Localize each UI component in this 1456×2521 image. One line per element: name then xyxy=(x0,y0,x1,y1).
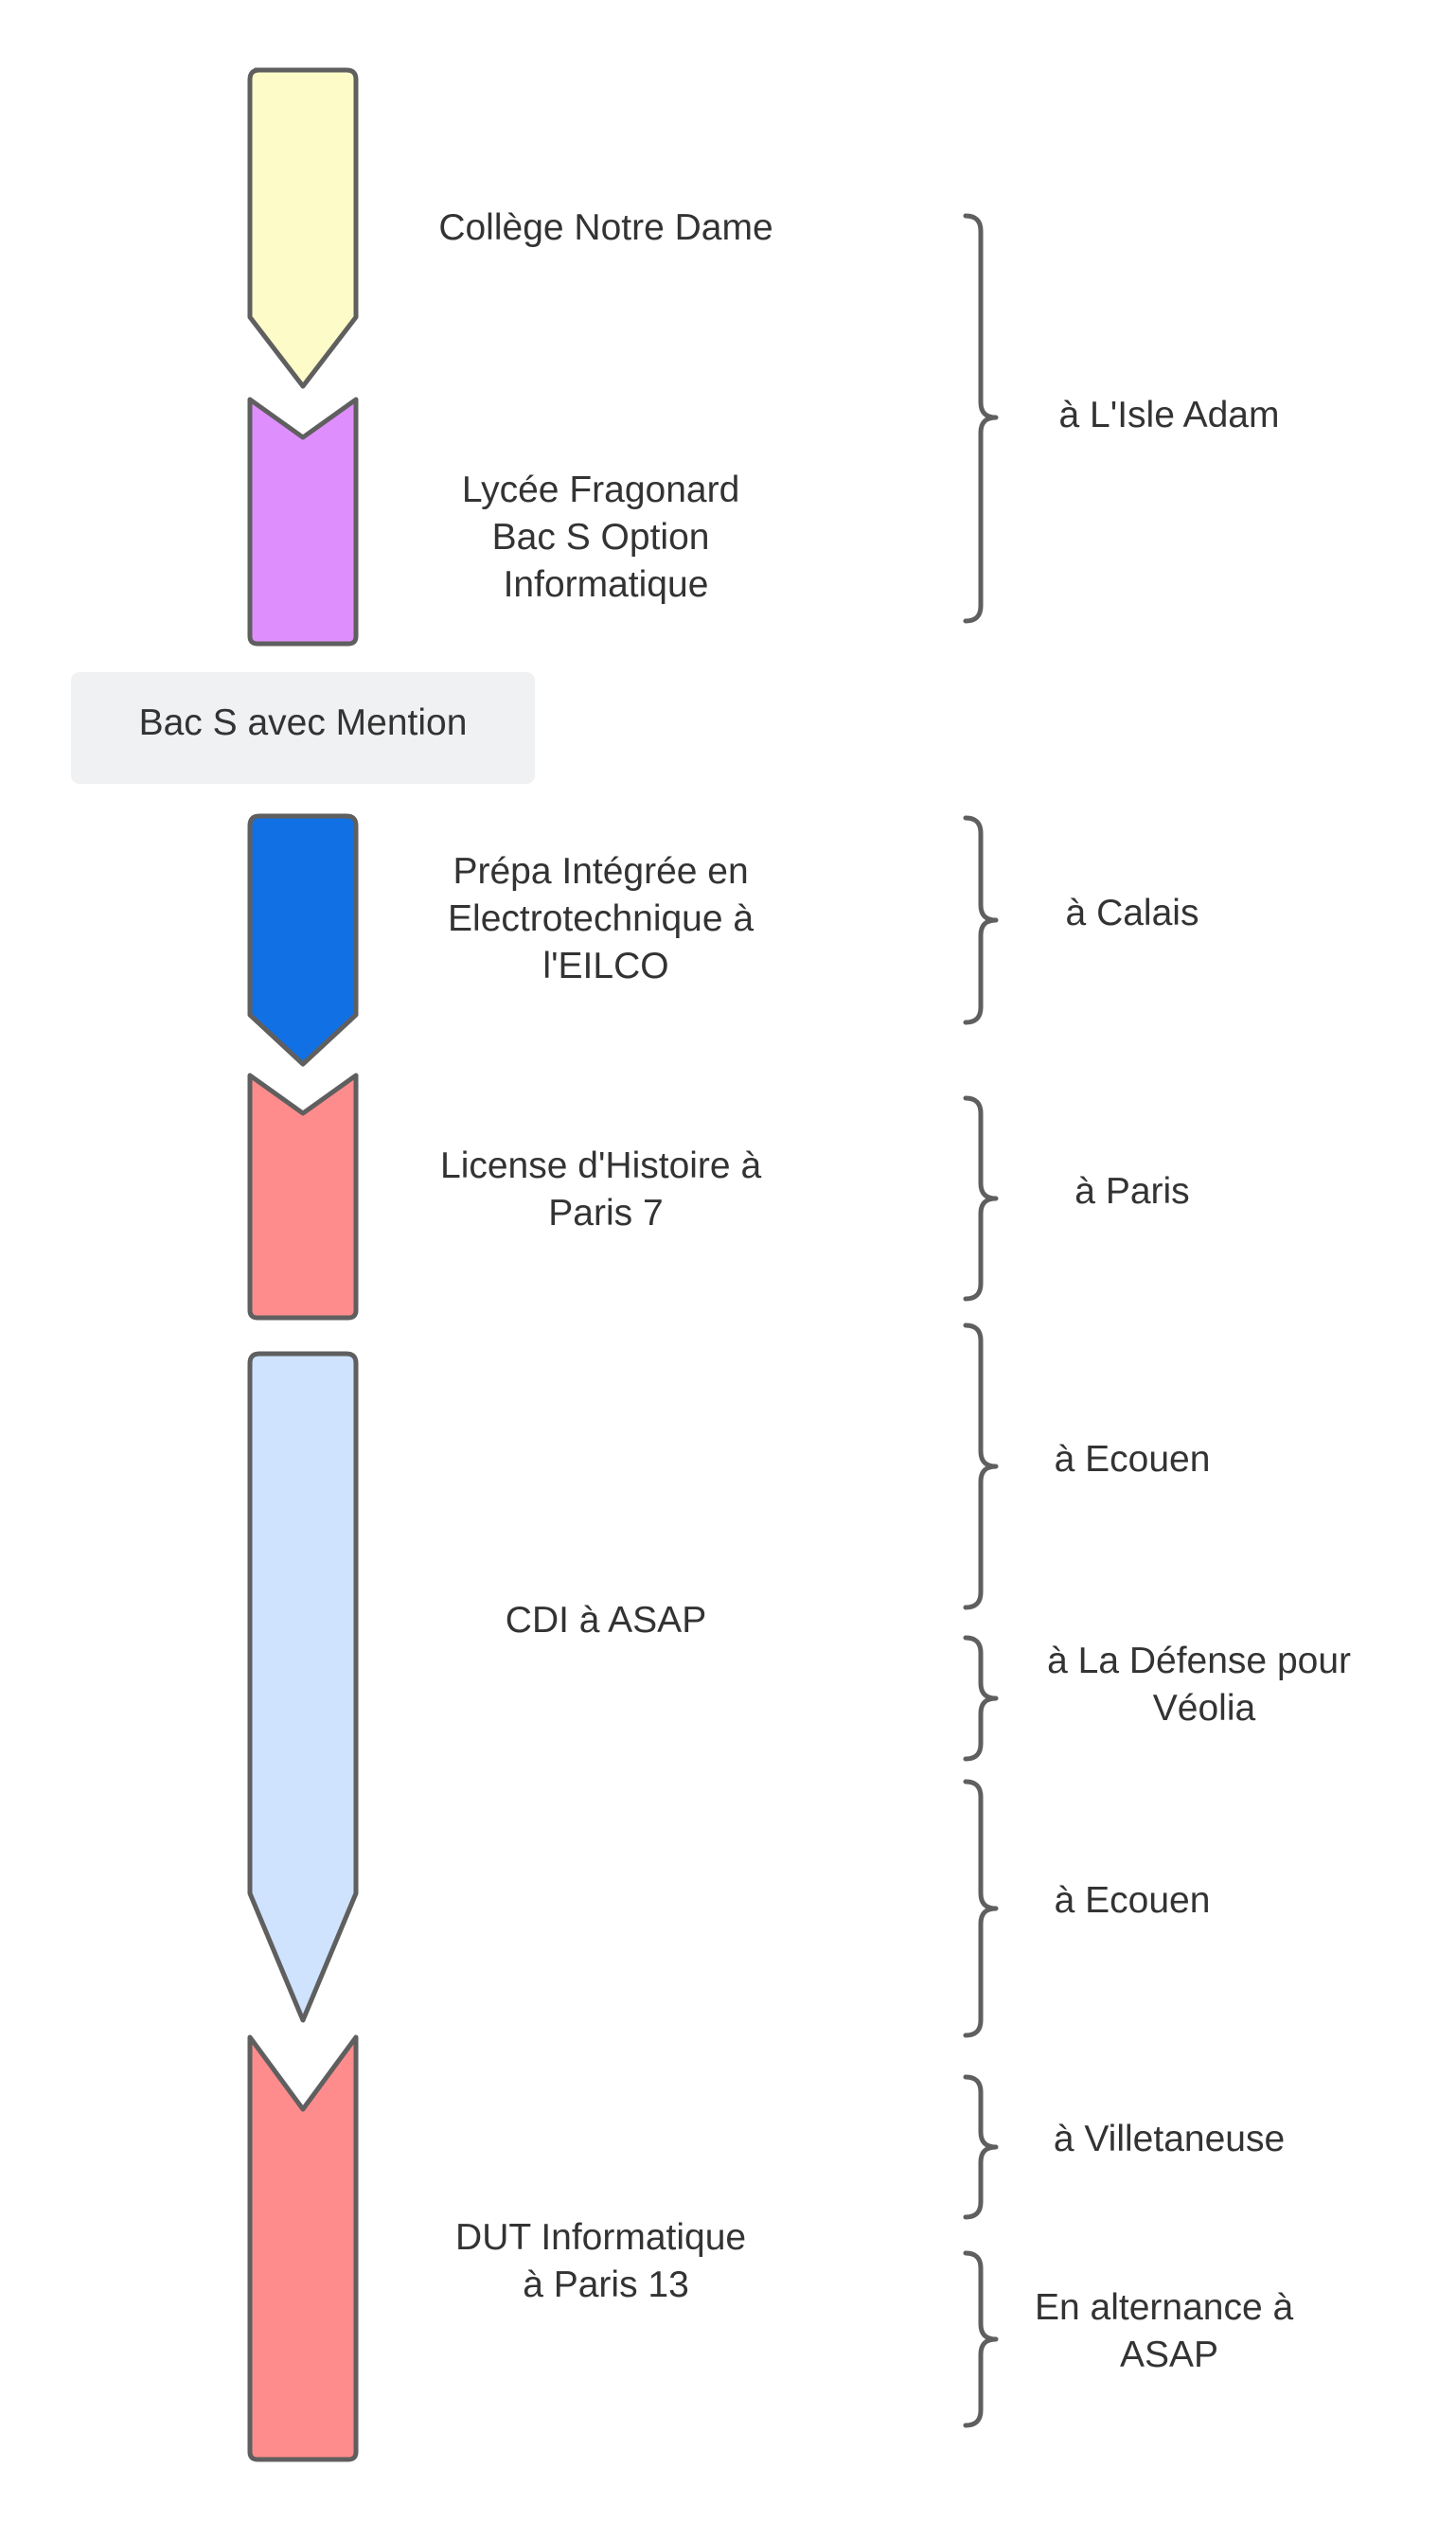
location-label-line: ASAP xyxy=(1120,2335,1218,2375)
step-label-prepa-line: Electrotechnique à xyxy=(448,898,754,939)
brace-ecouen-2 xyxy=(963,1779,999,2038)
location-braces xyxy=(963,213,999,2428)
location-label-ecouen-1: à Ecouen xyxy=(1055,1439,1211,1480)
brace-lisle-adam xyxy=(963,213,999,624)
location-label-paris: à Paris xyxy=(1074,1171,1189,1212)
step-shape-prepa xyxy=(247,813,359,1067)
location-label-alternance: En alternance à ASAP xyxy=(1035,2287,1304,2375)
step-labels: Collège Notre Dame Lycée Fragonard Bac S… xyxy=(438,207,772,2305)
step-label-prepa-line: Prépa Intégrée en xyxy=(453,851,748,892)
milestone-box xyxy=(71,672,535,784)
location-label-ecouen-2: à Ecouen xyxy=(1055,1880,1211,1921)
milestone-badge: Bac S avec Mention xyxy=(71,672,535,784)
location-label-line: Véolia xyxy=(1153,1688,1256,1729)
step-shape-dut xyxy=(247,2034,359,2462)
timeline-shapes xyxy=(247,67,359,2462)
location-label-villetaneuse: à Villetaneuse xyxy=(1054,2119,1285,2159)
step-label-prepa-line: l'EILCO xyxy=(542,946,668,986)
location-label-line: à Calais xyxy=(1066,893,1199,933)
brace-la-defense xyxy=(963,1635,999,1762)
location-label-line: En alternance à xyxy=(1035,2287,1294,2328)
step-shape-license xyxy=(247,1073,359,1321)
brace-calais xyxy=(963,815,999,1025)
step-shape-lycee xyxy=(247,397,359,647)
step-label-dut-line: à Paris 13 xyxy=(523,2264,689,2305)
step-shape-cdi xyxy=(247,1351,359,2023)
brace-villetaneuse xyxy=(963,2074,999,2220)
step-label-dut: DUT Informatique à Paris 13 xyxy=(455,2217,756,2305)
location-label-line: à Ecouen xyxy=(1055,1439,1211,1480)
brace-alternance xyxy=(963,2250,999,2428)
step-label-prepa: Prépa Intégrée en Electrotechnique à l'E… xyxy=(448,851,764,986)
step-label-lycee-line: Bac S Option xyxy=(492,517,710,558)
step-shape-college xyxy=(247,67,359,389)
milestone-label: Bac S avec Mention xyxy=(139,702,468,743)
location-label-calais: à Calais xyxy=(1066,893,1199,933)
step-label-college-line: Collège Notre Dame xyxy=(438,207,772,248)
location-label-la-defense: à La Défense pour Véolia xyxy=(1047,1641,1361,1729)
step-label-college: Collège Notre Dame xyxy=(438,207,772,248)
step-label-dut-line: DUT Informatique xyxy=(455,2217,746,2258)
location-label-line: à Ecouen xyxy=(1055,1880,1211,1921)
step-label-license: License d'Histoire à Paris 7 xyxy=(440,1145,772,1234)
brace-paris xyxy=(963,1095,999,1302)
step-label-lycee-line: Informatique xyxy=(504,564,709,605)
step-label-lycee-line: Lycée Fragonard xyxy=(462,470,739,510)
step-label-cdi: CDI à ASAP xyxy=(506,1600,706,1641)
location-label-line: à Villetaneuse xyxy=(1054,2119,1285,2159)
step-label-cdi-line: CDI à ASAP xyxy=(506,1600,706,1641)
step-label-license-line: License d'Histoire à xyxy=(440,1145,761,1186)
location-label-line: à La Défense pour xyxy=(1047,1641,1351,1681)
step-label-lycee: Lycée Fragonard Bac S Option Informatiqu… xyxy=(462,470,750,605)
brace-ecouen-1 xyxy=(963,1323,999,1610)
location-label-line: à L'Isle Adam xyxy=(1059,395,1280,435)
location-label-line: à Paris xyxy=(1074,1171,1189,1212)
location-label-lisle-adam: à L'Isle Adam xyxy=(1059,395,1280,435)
location-labels: à L'Isle Adam à Calais à Paris à Ecouen … xyxy=(1035,395,1361,2375)
step-label-license-line: Paris 7 xyxy=(548,1193,663,1234)
